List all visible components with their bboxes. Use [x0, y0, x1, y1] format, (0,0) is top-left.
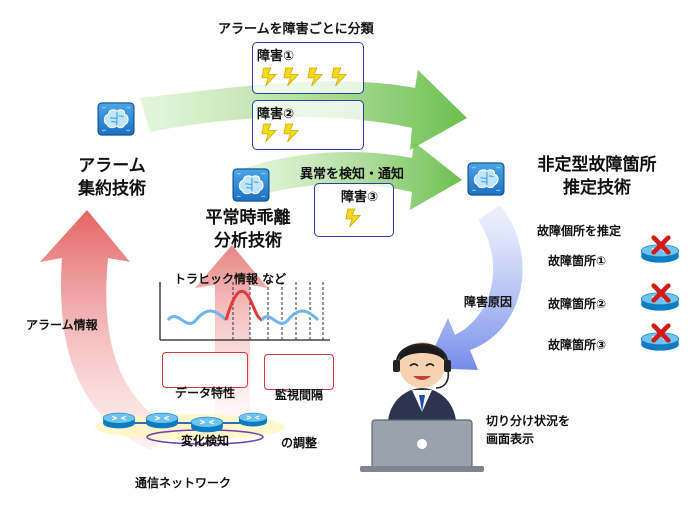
lightning-icon	[261, 67, 347, 87]
laptop-icon	[360, 419, 484, 472]
anomaly-detect-label: 異常を検知・通知	[300, 167, 405, 182]
isolation-status-line1: 切り分け状況を	[486, 414, 571, 428]
fault-group-box-1: 障害①	[252, 42, 364, 94]
monitor-interval-line2: の調整	[280, 436, 317, 450]
data-change-line1: データ特性	[174, 386, 235, 400]
router-icon	[102, 412, 136, 429]
fault-label-3: 障害③	[341, 190, 379, 205]
communication-network	[95, 412, 285, 445]
traffic-chart	[159, 282, 330, 341]
red-arrow-alarm-info	[40, 210, 175, 450]
monitor-interval-line1: 監視間隔	[274, 388, 323, 402]
estimate-location-label: 故障個所を推定	[537, 224, 622, 238]
blue-arrow-fault-cause	[425, 205, 523, 370]
network-label: 通信ネットワーク	[135, 476, 232, 490]
fault-location-3: 故障箇所③	[548, 338, 607, 352]
fault-location-1: 故障箇所①	[548, 254, 607, 268]
fault-cause-label: 障害原因	[464, 295, 513, 309]
fault-location-line1: 非定型故障箇所	[537, 155, 657, 175]
deviation-analysis-title: 平常時乖離 分析技術	[198, 207, 298, 253]
operator-person-icon	[388, 342, 456, 420]
green-arrow-lower	[245, 142, 462, 210]
fault-location-title: 非定型故障箇所 推定技術	[522, 154, 672, 200]
brain-chip-icon	[467, 162, 505, 196]
fault-location-2: 故障箇所②	[548, 297, 607, 311]
deviation-analysis-line1: 平常時乖離	[205, 208, 291, 228]
monitor-interval-box: 監視間隔 の調整	[264, 354, 334, 450]
fault-group-box-2: 障害②	[252, 100, 364, 150]
alarm-aggregation-title: アラーム 集約技術	[72, 155, 152, 201]
data-change-detect-box: データ特性 変化検知	[162, 352, 248, 448]
alarm-aggregation-line1: アラーム	[78, 156, 146, 176]
classification-title: アラームを障害ごとに分類	[218, 22, 374, 37]
isolation-status-line2: 画面表示	[486, 432, 535, 446]
isolation-status-label: 切り分け状況を 画面表示	[486, 412, 570, 448]
fault-label-1: 障害①	[257, 49, 295, 64]
fault-location-line2: 推定技術	[563, 178, 631, 198]
brain-chip-icon	[97, 102, 135, 136]
alarm-aggregation-line2: 集約技術	[78, 179, 146, 199]
fault-group-box-3: 障害③	[314, 183, 394, 237]
lightning-icon	[261, 123, 299, 143]
lightning-icon	[345, 208, 361, 228]
data-change-line2: 変化検知	[180, 434, 229, 448]
alarm-info-label: アラーム情報	[26, 318, 98, 332]
fault-label-2: 障害②	[257, 107, 295, 122]
deviation-analysis-line2: 分析技術	[214, 231, 282, 251]
brain-chip-icon	[232, 168, 270, 202]
traffic-info-label: トラヒック情報 など	[174, 272, 287, 286]
